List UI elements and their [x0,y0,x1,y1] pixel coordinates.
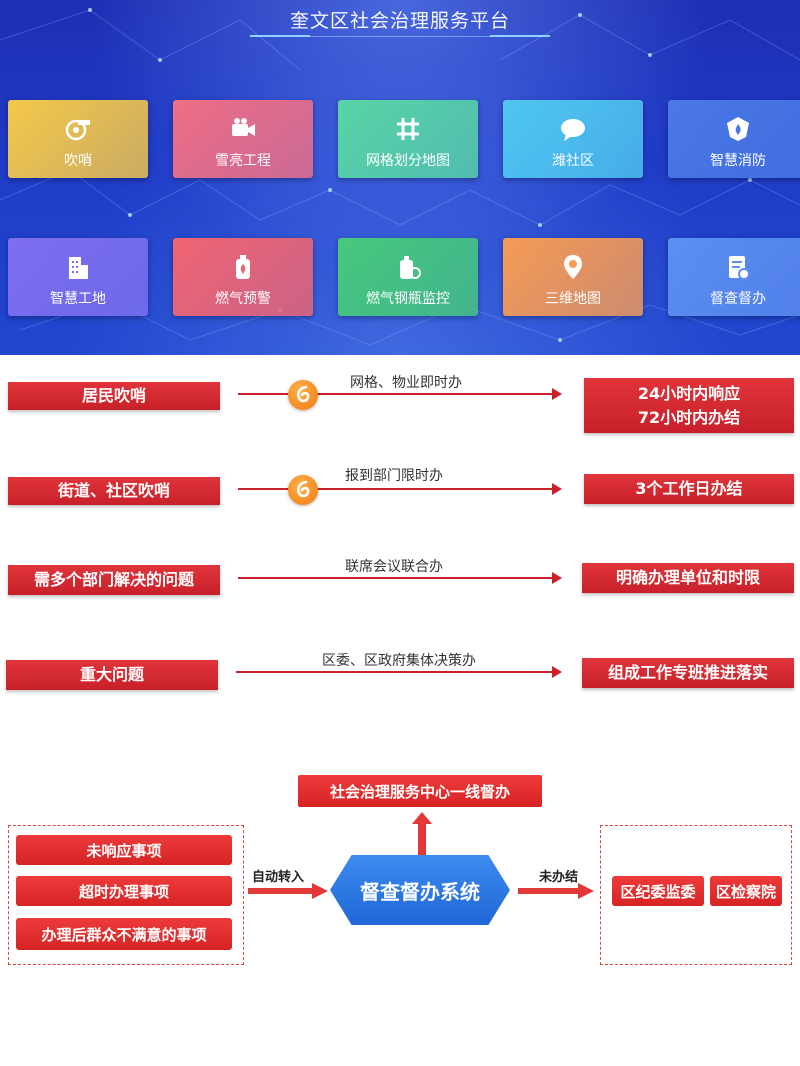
fire-shield-icon [723,114,753,144]
tile-gas-warning[interactable]: 燃气预警 [173,238,313,316]
whistle-badge-icon [288,380,318,410]
unfinished-label: 未办结 [539,870,579,885]
flow-source-residents: 居民吹哨 [8,382,220,410]
tile-xueliang[interactable]: 雪亮工程 [173,100,313,178]
tile-label: 三维地图 [545,291,601,307]
flow-via: 网格、物业即时办 [350,375,462,391]
left-dashed-group [8,825,244,965]
up-arrow [412,812,432,858]
tile-gas-bottle-monitor[interactable]: 燃气钢瓶监控 [338,238,478,316]
gas-tank-icon [228,252,258,282]
flow-arrow [238,572,562,584]
tile-label: 燃气预警 [215,291,271,307]
result-line: 组成工作专班推进落实 [607,663,768,682]
tile-label: 智慧工地 [50,291,106,307]
tile-community[interactable]: 潍社区 [503,100,643,178]
tile-whistle[interactable]: 吹哨 [8,100,148,178]
tile-label: 智慧消防 [710,153,766,169]
flow-via: 区委、区政府集体决策办 [322,653,476,669]
right-arrow [248,883,328,899]
tile-smart-fire[interactable]: 智慧消防 [668,100,800,178]
tile-smart-site[interactable]: 智慧工地 [8,238,148,316]
left-item: 未响应事项 [16,835,232,865]
tile-label: 吹哨 [64,153,92,169]
tile-grid-map[interactable]: 网格划分地图 [338,100,478,178]
flow-result: 3个工作日办结 [584,474,794,504]
left-item: 办理后群众不满意的事项 [16,918,232,950]
result-line: 24小时内响应 [637,383,741,403]
right-dashed-group [600,825,792,965]
chat-icon [558,114,588,144]
left-item: 超时办理事项 [16,876,232,906]
result-line: 明确办理单位和时限 [615,568,760,587]
tile-label: 燃气钢瓶监控 [366,291,450,307]
result-line: 72小时内办结 [637,407,741,427]
right-arrow [518,883,594,899]
right-item: 区纪委监委 [612,876,704,906]
supervision-system: 督查督办系统 [330,855,510,925]
flow-arrow [238,388,562,400]
flow-via: 联席会议联合办 [345,559,443,575]
flow-arrow [236,666,562,678]
tile-3d-map[interactable]: 三维地图 [503,238,643,316]
flow-result: 24小时内响应 72小时内办结 [584,378,794,433]
gas-bottle-icon [393,252,423,282]
page-title: 奎文区社会治理服务平台 [289,10,510,32]
title-frame [250,0,550,37]
tile-label: 督查督办 [710,291,766,307]
flow-result: 明确办理单位和时限 [582,563,794,593]
tile-label: 潍社区 [552,153,594,169]
frontline-supervision-box: 社会治理服务中心一线督办 [298,775,542,807]
flow-via: 报到部门限时办 [345,468,443,484]
building-icon [63,252,93,282]
flow-result: 组成工作专班推进落实 [582,658,794,688]
result-line: 3个工作日办结 [635,479,743,498]
flow-arrow [238,483,562,495]
right-item: 区检察院 [710,876,782,906]
grid-icon [393,114,423,144]
tile-label: 网格划分地图 [366,153,450,169]
tile-label: 雪亮工程 [215,153,271,169]
whistle-icon [63,114,93,144]
platform-banner: 奎文区社会治理服务平台 吹哨 雪亮工程 网格划分地图 潍社区 智慧消防 [0,0,800,355]
map-pin-icon [558,252,588,282]
flow-source-community: 街道、社区吹哨 [8,477,220,505]
camera-icon [228,114,258,144]
flow-source-multi-department: 需多个部门解决的问题 [8,565,220,595]
tile-supervision[interactable]: 督查督办 [668,238,800,316]
whistle-badge-icon [288,475,318,505]
document-check-icon [723,252,753,282]
auto-transfer-label: 自动转入 [252,870,305,885]
flow-source-major-issue: 重大问题 [6,660,218,690]
